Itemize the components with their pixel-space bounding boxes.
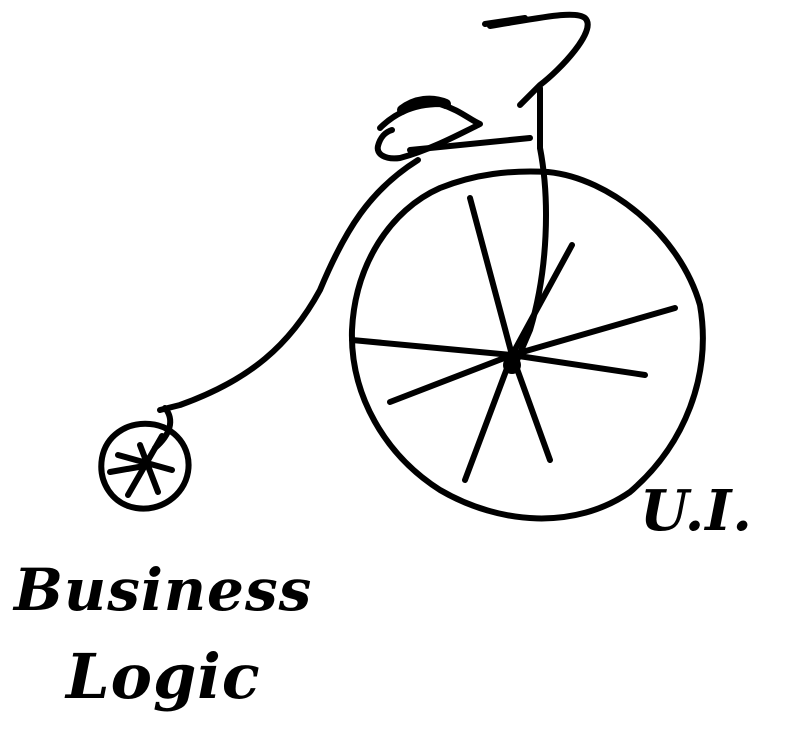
- large-wheel-hub: [503, 356, 521, 374]
- backbone: [160, 160, 418, 410]
- ui-label: U.I.: [640, 478, 753, 544]
- seat-top: [402, 101, 446, 110]
- small-wheel-spokes: [110, 436, 172, 495]
- large-wheel-spokes: [352, 198, 675, 480]
- fork: [515, 148, 546, 365]
- handlebar: [485, 15, 588, 105]
- logic-label: Logic: [66, 640, 261, 713]
- business-label: Business: [14, 556, 312, 624]
